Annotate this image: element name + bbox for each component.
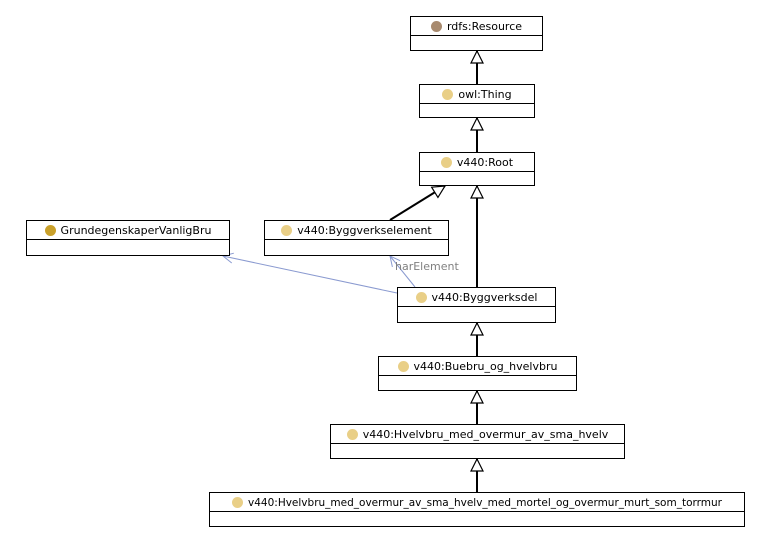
- class-icon: [281, 225, 293, 236]
- class-node-root[interactable]: v440:Root: [419, 152, 535, 186]
- class-icon: [442, 89, 454, 100]
- relation-edge-to-grundegenskaper: [223, 256, 398, 294]
- class-label: owl:Thing: [458, 88, 512, 101]
- class-icon: [397, 361, 409, 372]
- edge-byggverkselement-to-root: [389, 185, 445, 221]
- class-node-owl-thing[interactable]: owl:Thing: [419, 84, 535, 118]
- resource-class-icon: [430, 21, 442, 32]
- class-node-byggverksdel[interactable]: v440:Byggverksdel: [397, 287, 556, 323]
- relation-label-har-element: harElement: [395, 260, 459, 273]
- class-label: GrundegenskaperVanligBru: [60, 224, 212, 237]
- class-label: v440:Hvelvbru_med_overmur_av_sma_hvelv_m…: [248, 496, 722, 509]
- class-icon: [232, 497, 244, 508]
- class-icon: [415, 292, 427, 303]
- class-label: v440:Hvelvbru_med_overmur_av_sma_hvelv: [362, 428, 609, 441]
- class-node-rdfs-resource[interactable]: rdfs:Resource: [410, 16, 543, 51]
- class-node-grundegenskaper[interactable]: GrundegenskaperVanligBru: [26, 220, 230, 256]
- class-label: v440:Buebru_og_hvelvbru: [413, 360, 558, 373]
- class-label: v440:Root: [456, 156, 514, 169]
- external-class-icon: [44, 225, 56, 236]
- class-node-hvelvbru-mortel[interactable]: v440:Hvelvbru_med_overmur_av_sma_hvelv_m…: [209, 492, 745, 527]
- class-icon: [346, 429, 358, 440]
- class-label: v440:Byggverksdel: [431, 291, 538, 304]
- class-icon: [440, 157, 452, 168]
- class-label: v440:Byggverkselement: [297, 224, 432, 237]
- class-node-byggverkselement[interactable]: v440:Byggverkselement: [264, 220, 449, 256]
- class-node-buebru[interactable]: v440:Buebru_og_hvelvbru: [378, 356, 577, 391]
- class-label: rdfs:Resource: [446, 20, 523, 33]
- class-node-hvelvbru[interactable]: v440:Hvelvbru_med_overmur_av_sma_hvelv: [330, 424, 625, 459]
- relation-edge-to-byggverkselement: [390, 256, 416, 288]
